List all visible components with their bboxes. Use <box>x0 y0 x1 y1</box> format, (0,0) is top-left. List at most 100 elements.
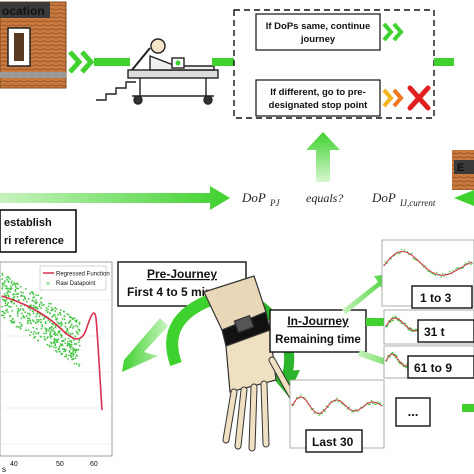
in-journey-title: In-Journey <box>287 314 349 328</box>
raw-datapoint <box>12 293 14 296</box>
raw-datapoint <box>30 331 33 333</box>
raw-datapoint <box>35 327 38 330</box>
raw-datapoint <box>11 320 13 323</box>
raw-datapoint <box>20 317 23 320</box>
raw-datapoint <box>13 302 16 305</box>
raw-datapoint <box>78 339 81 341</box>
raw-datapoint <box>64 350 66 353</box>
raw-datapoint <box>7 295 10 298</box>
raw-datapoint <box>52 308 55 311</box>
raw-datapoint <box>22 291 25 294</box>
raw-datapoint <box>7 301 10 304</box>
pre-journey-title: Pre-Journey <box>147 267 217 281</box>
raw-datapoint <box>69 326 71 329</box>
raw-datapoint <box>70 356 72 359</box>
raw-datapoint <box>29 319 32 322</box>
raw-datapoint <box>17 326 20 328</box>
raw-datapoint <box>29 292 31 295</box>
raw-datapoint <box>14 283 17 286</box>
raw-datapoint <box>19 308 22 310</box>
flow-bar-3 <box>434 58 454 66</box>
raw-datapoint <box>33 306 36 309</box>
raw-datapoint <box>75 324 77 327</box>
raw-datapoint <box>27 317 29 320</box>
raw-datapoint <box>67 313 70 316</box>
raw-datapoint <box>40 321 43 324</box>
raw-datapoint <box>61 317 64 320</box>
raw-datapoint <box>12 318 14 320</box>
time-box-1 <box>411 285 473 309</box>
raw-datapoint <box>63 348 66 351</box>
raw-datapoint <box>63 315 66 318</box>
dop-pj-subscript: PJ <box>269 198 280 208</box>
up-arrow <box>306 132 340 182</box>
raw-datapoint <box>43 338 46 340</box>
raw-datapoint <box>34 301 36 303</box>
raw-datapoint <box>16 283 19 286</box>
raw-datapoint <box>4 294 6 297</box>
raw-datapoint <box>29 334 31 336</box>
raw-datapoint <box>37 294 40 297</box>
raw-datapoint <box>4 312 6 315</box>
raw-datapoint <box>9 278 11 280</box>
raw-datapoint <box>8 305 11 308</box>
raw-datapoint <box>7 289 10 292</box>
in-journey-subtitle: Remaining time <box>275 334 361 346</box>
raw-datapoint <box>45 332 48 335</box>
raw-datapoint <box>74 335 77 338</box>
raw-datapoint <box>2 314 5 317</box>
raw-datapoint <box>44 322 47 325</box>
raw-datapoint <box>75 362 78 365</box>
raw-datapoint <box>35 306 38 308</box>
location-panel: ocation <box>0 1 67 89</box>
raw-datapoint <box>59 309 62 312</box>
raw-datapoint <box>51 335 53 337</box>
raw-datapoint <box>65 353 68 356</box>
raw-datapoint <box>32 310 34 313</box>
raw-datapoint <box>9 291 11 293</box>
tick-50: 50 <box>56 461 64 468</box>
raw-datapoint <box>54 316 57 318</box>
raw-datapoint <box>15 293 17 296</box>
raw-datapoint <box>60 321 63 324</box>
raw-datapoint <box>47 305 50 308</box>
raw-datapoint <box>55 333 57 336</box>
raw-datapoint <box>59 344 62 347</box>
raw-datapoint <box>77 333 80 335</box>
raw-datapoint <box>17 287 20 290</box>
raw-datapoint <box>7 276 10 279</box>
raw-datapoint <box>6 291 9 294</box>
raw-datapoint <box>52 346 55 349</box>
raw-datapoint <box>51 315 53 318</box>
raw-datapoint <box>58 350 61 353</box>
raw-datapoint <box>2 298 4 301</box>
raw-datapoint <box>65 355 67 358</box>
raw-datapoint <box>47 329 50 332</box>
raw-datapoint <box>1 286 4 288</box>
raw-datapoint <box>5 298 8 301</box>
raw-datapoint <box>53 313 56 316</box>
raw-datapoint <box>39 301 42 304</box>
raw-datapoint <box>74 351 77 354</box>
raw-datapoint <box>71 318 74 320</box>
raw-datapoint <box>51 329 54 332</box>
raw-datapoint <box>61 343 63 346</box>
raw-datapoint <box>54 310 57 313</box>
raw-datapoint <box>18 299 20 301</box>
raw-datapoint <box>6 278 9 281</box>
raw-datapoint <box>18 309 21 312</box>
raw-datapoint <box>44 327 47 329</box>
raw-datapoint <box>47 308 49 311</box>
raw-datapoint <box>19 285 22 288</box>
raw-datapoint <box>65 348 67 351</box>
raw-datapoint <box>72 347 74 349</box>
equals-label: equals? <box>306 191 343 205</box>
raw-datapoint <box>35 299 37 301</box>
raw-datapoint <box>50 345 53 347</box>
raw-datapoint <box>51 326 53 328</box>
raw-datapoint <box>58 312 61 314</box>
raw-datapoint <box>58 345 61 348</box>
raw-datapoint <box>39 318 42 321</box>
raw-datapoint <box>35 332 37 335</box>
